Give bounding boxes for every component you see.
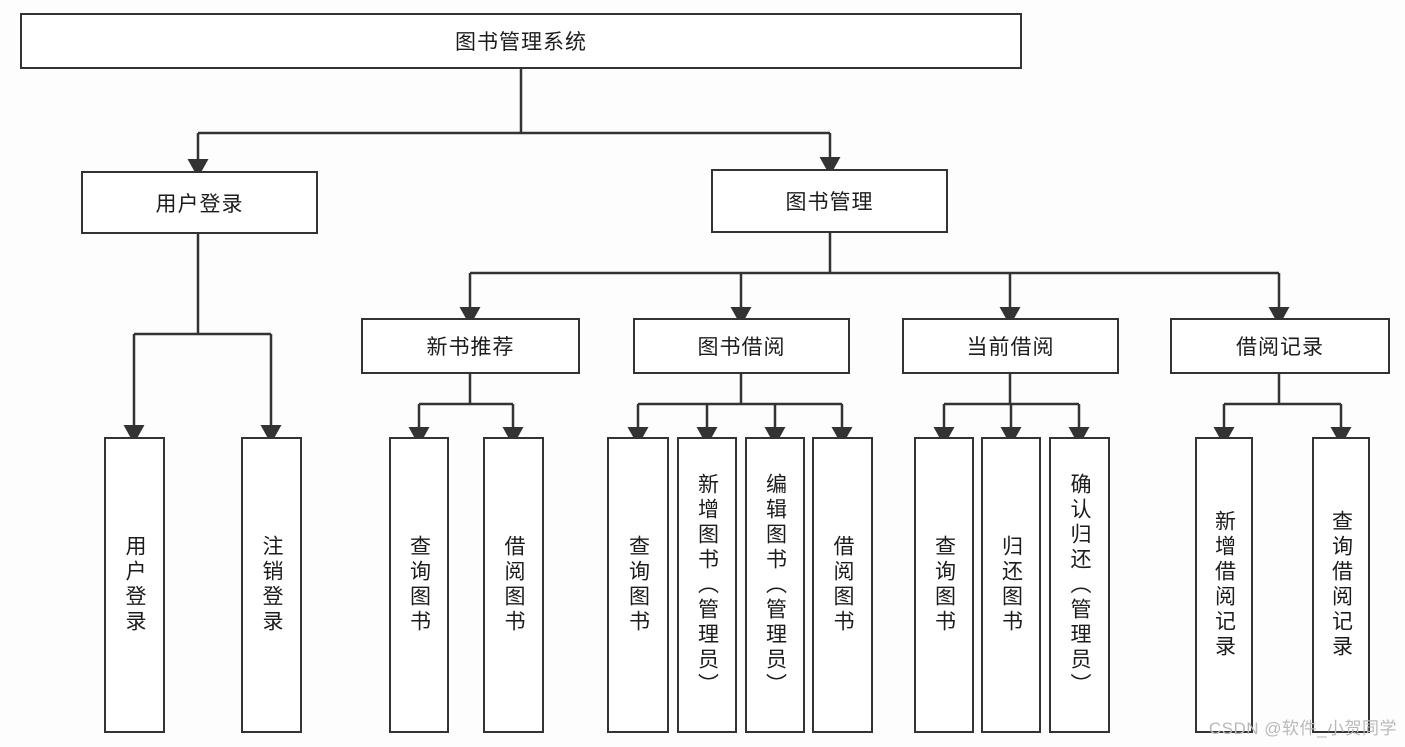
node-new-book-recommend[interactable]: 新书推荐 [361,318,580,374]
leaf-label: 确认归还（管理员） [1068,472,1091,698]
leaf-user-login[interactable]: 用户登录 [104,437,165,733]
node-current-borrow[interactable]: 当前借阅 [902,318,1119,374]
leaf-add-borrow-record[interactable]: 新增借阅记录 [1195,437,1253,733]
leaf-label: 编辑图书（管理员） [763,472,787,698]
leaf-label: 用户登录 [123,535,146,635]
leaf-label: 新增借阅记录 [1212,510,1236,660]
leaf-query-book-current[interactable]: 查询图书 [914,437,974,733]
node-book-management-system[interactable]: 图书管理系统 [20,13,1022,69]
leaf-borrow-book-borrow[interactable]: 借阅图书 [812,437,873,733]
watermark-text: CSDN @软件_小贺同学 [1208,719,1397,738]
leaf-label: 查询借阅记录 [1329,510,1353,660]
leaf-add-book[interactable]: 新增图书（管理员） [677,437,737,733]
leaf-label: 查询图书 [626,535,650,635]
leaf-label: 借阅图书 [502,535,525,635]
leaf-label: 归还图书 [999,535,1023,635]
leaf-label: 查询图书 [932,535,956,635]
leaf-label: 查询图书 [407,535,431,635]
node-user-login[interactable]: 用户登录 [81,171,318,234]
leaf-borrow-book-new-recommend[interactable]: 借阅图书 [483,437,544,733]
leaf-confirm-return[interactable]: 确认归还（管理员） [1049,437,1110,733]
leaf-query-book-new-recommend[interactable]: 查询图书 [389,437,449,733]
leaf-logout[interactable]: 注销登录 [241,437,302,733]
leaf-label: 借阅图书 [831,535,854,635]
leaf-query-book-borrow[interactable]: 查询图书 [607,437,669,733]
node-book-management[interactable]: 图书管理 [711,169,948,233]
leaf-label: 新增图书（管理员） [695,472,719,698]
leaf-return-book[interactable]: 归还图书 [981,437,1041,733]
leaf-edit-book[interactable]: 编辑图书（管理员） [745,437,805,733]
node-book-borrow[interactable]: 图书借阅 [633,318,850,374]
leaf-label: 注销登录 [260,535,283,635]
node-borrow-record[interactable]: 借阅记录 [1170,318,1390,374]
leaf-query-borrow-record[interactable]: 查询借阅记录 [1312,437,1370,733]
